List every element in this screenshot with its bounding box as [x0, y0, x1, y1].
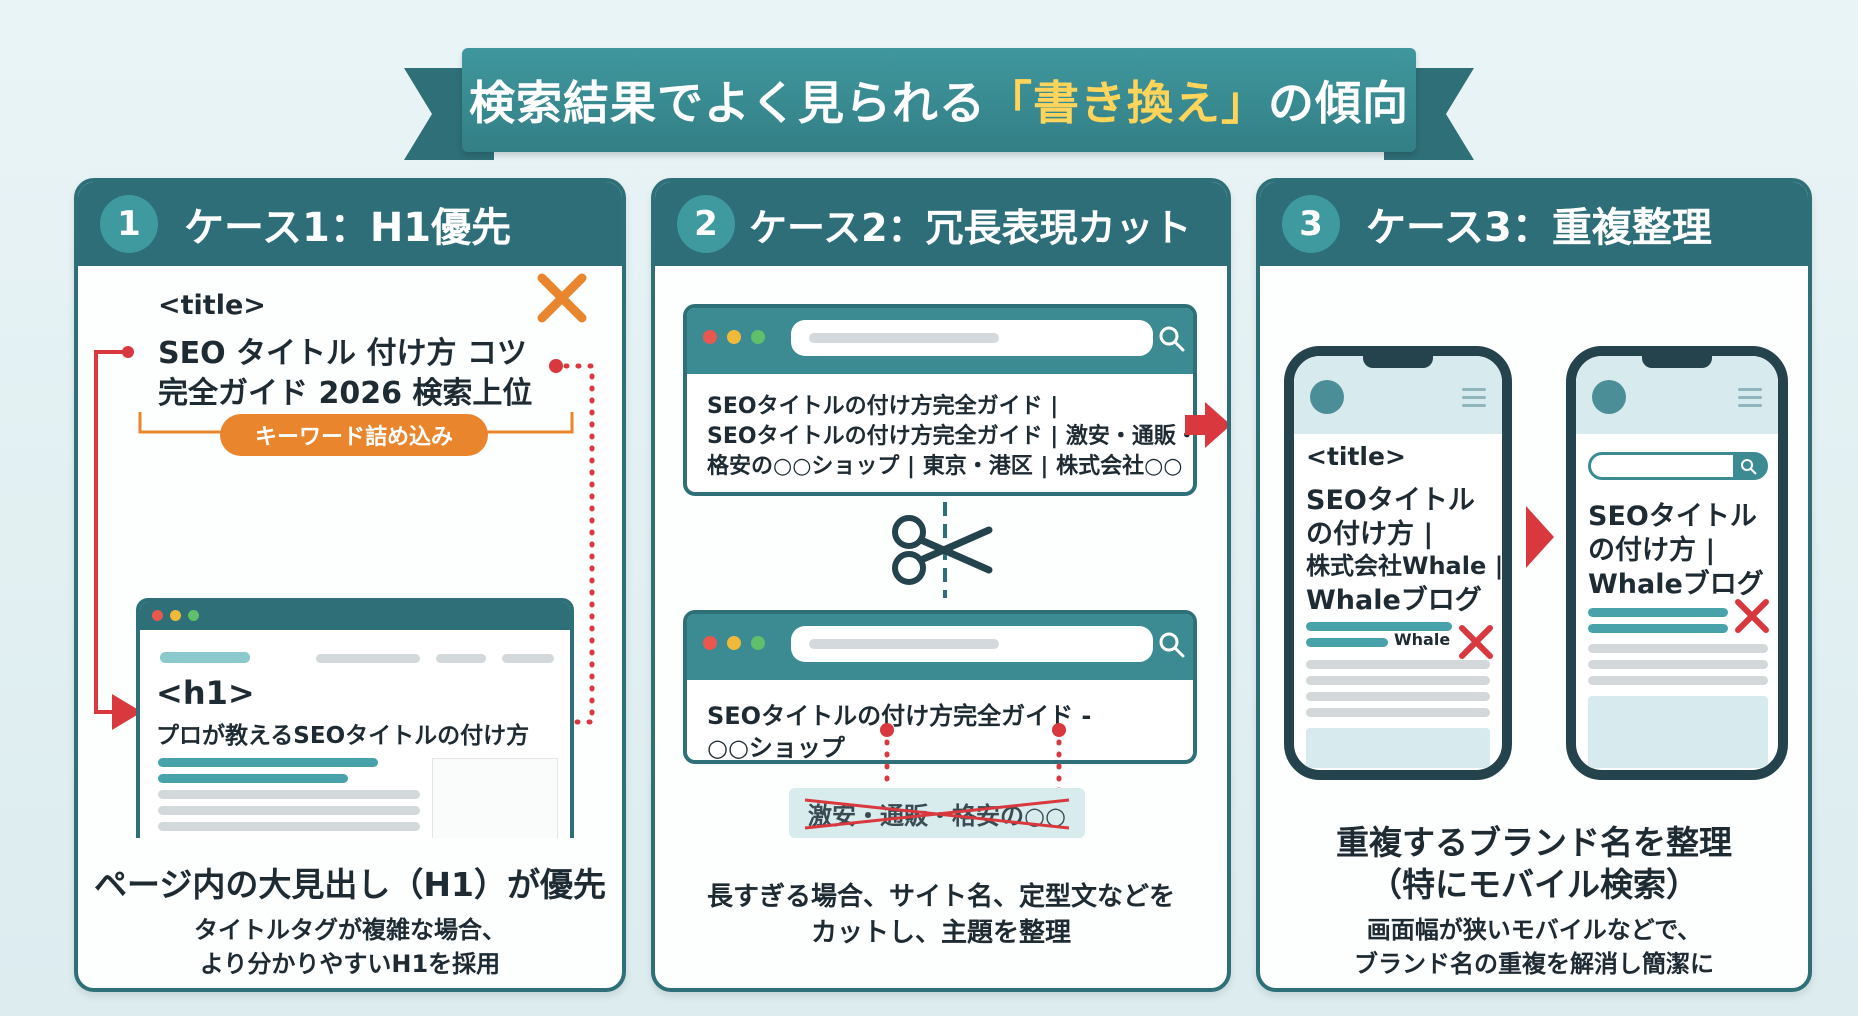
menu-icon [1462, 388, 1486, 391]
case1-keyword-badge-label: キーワード詰め込み [254, 425, 453, 450]
banner-title-highlight: 「書き換え」 [986, 76, 1268, 130]
window-close-dot [703, 330, 717, 344]
case2-strike-lines [804, 798, 1070, 830]
case1-title-tag: <title> [158, 290, 266, 321]
case3-phone1-line3: 株式会社Whale | [1306, 552, 1504, 580]
case2-header: 2 ケース2：冗長表現カット [655, 182, 1227, 266]
window-max-dot [751, 330, 765, 344]
case2-browser-before: SEOタイトルの付け方完全ガイド | SEOタイトルの付け方完全ガイド | 激安… [683, 304, 1197, 496]
search-icon [1159, 632, 1185, 658]
window-close-dot [703, 636, 717, 650]
case3-phone1-line1: SEOタイトル [1306, 485, 1475, 516]
case2-red-arrow [1185, 402, 1227, 448]
case3-phone1-line4: Whaleブログ [1306, 585, 1482, 616]
case1-browser: <h1> プロが教えるSEOタイトルの付け方 [136, 598, 574, 838]
case1-h1-arrow [94, 346, 142, 730]
case1-caption-sub2: より分かりやすいH1を採用 [199, 950, 501, 978]
case3-title: ケース3：重複整理 [1366, 205, 1712, 251]
case2-before-line3: 格安の○○ショップ | 東京・港区 | 株式会社○○ [707, 454, 1183, 479]
case2-caption-sub1: 長すぎる場合、サイト名、定型文などを [706, 882, 1175, 912]
case1-caption-main: ページ内の大見出し（H1）が優先 [94, 865, 606, 904]
case1-title-line1: SEO タイトル 付け方 コツ [158, 336, 527, 371]
case3-header: 3 ケース3：重複整理 [1260, 182, 1808, 266]
case3-phone1-small: Whale [1394, 630, 1451, 649]
window-min-dot [170, 610, 181, 621]
case2-number-badge: 2 [677, 195, 735, 253]
case3-number-badge: 3 [1282, 195, 1340, 253]
case1-caption-sub1: タイトルタグが複雑な場合、 [194, 916, 506, 944]
window-close-dot [152, 610, 163, 621]
avatar-icon [1310, 380, 1344, 414]
case2-title: ケース2：冗長表現カット [749, 205, 1192, 250]
case2-after-line2: ○○ショップ [707, 734, 845, 762]
case3-caption-sub2: ブランド名の重複を解消し簡潔に [1354, 950, 1714, 978]
banner-title: 検索結果でよく見られる「書き換え」の傾向 [462, 48, 1416, 152]
case2-browser-after: SEOタイトルの付け方完全ガイド - ○○ショップ [683, 610, 1197, 764]
case1-panel: 1 ケース1：H1優先 <title> SEO タイトル 付け方 コツ 完全ガイ… [74, 178, 626, 992]
window-max-dot [188, 610, 199, 621]
case2-before-line1: SEOタイトルの付け方完全ガイド | [707, 394, 1059, 419]
search-icon [1741, 459, 1757, 475]
case2-caption-sub2: カットし、主題を整理 [810, 918, 1071, 948]
search-icon [1159, 326, 1185, 352]
case3-phone2-cross-icon [1735, 599, 1769, 633]
case3-phone1-line2: の付け方 | [1306, 519, 1434, 550]
case2-after-line1: SEOタイトルの付け方完全ガイド - [707, 702, 1092, 730]
case1-cross-icon [537, 273, 587, 323]
case1-number-badge: 1 [100, 195, 158, 253]
banner-title-before: 検索結果でよく見られる [469, 76, 986, 130]
case3-phone2-line2: の付け方 | [1588, 535, 1716, 566]
case3-caption-main2: （特にモバイル検索） [1369, 865, 1699, 904]
case1-keyword-badge: キーワード詰め込み [220, 414, 488, 456]
case3-phone-before: <title> SEOタイトル の付け方 | 株式会社Whale | Whale… [1284, 346, 1512, 780]
case3-phone2-line1: SEOタイトル [1588, 501, 1757, 532]
case2-url-bar-after [791, 626, 1153, 662]
case2-before-line2: SEOタイトルの付け方完全ガイド | 激安・通販・ [707, 424, 1197, 449]
case1-title: ケース1：H1優先 [184, 205, 512, 251]
case3-phone1-cross-icon [1459, 625, 1493, 659]
avatar-icon [1592, 380, 1626, 414]
scissors-icon [892, 502, 993, 598]
case2-url-bar-before [791, 320, 1153, 356]
case3-panel: 3 ケース3：重複整理 <title> SEOタイトル の付け方 | 株式会社W… [1256, 178, 1812, 992]
case1-h1-tag: <h1> [156, 674, 255, 712]
case3-phone2-line3: Whaleブログ [1588, 569, 1764, 600]
menu-icon [1738, 388, 1762, 391]
case3-phone-after: SEOタイトル の付け方 | Whaleブログ [1566, 346, 1788, 780]
case2-panel: 2 ケース2：冗長表現カット SEOタイトルの付け方完全ガイド | SEOタイト… [651, 178, 1231, 992]
case1-title-line2: 完全ガイド 2026 検索上位 [158, 376, 533, 411]
window-max-dot [751, 636, 765, 650]
case3-caption-sub1: 画面幅が狭いモバイルなどで、 [1366, 916, 1702, 944]
case3-arrow [1526, 506, 1554, 568]
banner-title-after: の傾向 [1268, 76, 1409, 130]
case3-caption-main1: 重複するブランド名を整理 [1336, 823, 1732, 862]
case3-phone1-tag: <title> [1306, 442, 1406, 471]
case1-h1-text: プロが教えるSEOタイトルの付け方 [156, 723, 530, 749]
window-min-dot [727, 330, 741, 344]
window-min-dot [727, 636, 741, 650]
case3-search-bar [1588, 452, 1768, 480]
case1-header: 1 ケース1：H1優先 [78, 182, 622, 266]
